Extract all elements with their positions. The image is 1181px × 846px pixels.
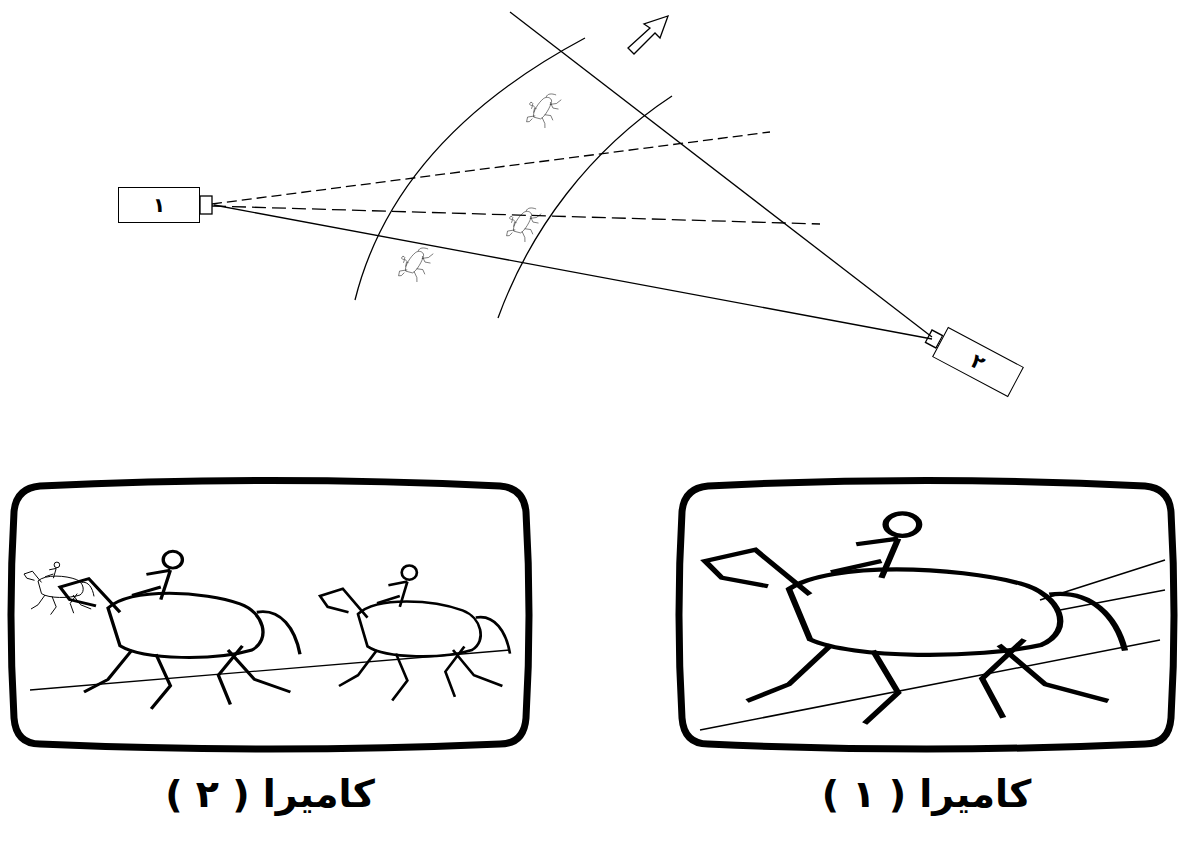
tv-screen: كاميرا ( ١ ) <box>678 478 1175 832</box>
screen-frame <box>11 481 529 750</box>
screen-left-horses <box>24 551 510 709</box>
rail-line <box>700 640 1160 730</box>
camera-box: ٢ <box>932 327 1024 397</box>
screen-outline <box>678 478 1175 752</box>
horse <box>501 200 545 247</box>
tv-screen: كاميرا ( ٢ ) <box>10 478 530 832</box>
horse <box>24 562 94 615</box>
sight-line <box>212 132 770 204</box>
screen-caption: كاميرا ( ١ ) <box>678 772 1175 818</box>
rail-line <box>30 650 510 690</box>
track-scene <box>24 12 1165 730</box>
screen-frame <box>679 481 1174 750</box>
horse <box>393 240 437 287</box>
sight-line <box>510 12 932 337</box>
small-horses <box>393 86 565 287</box>
horse <box>320 565 510 700</box>
screen-caption: كاميرا ( ٢ ) <box>10 772 530 818</box>
track-edge <box>498 96 672 318</box>
camera-box: ١ <box>118 187 200 223</box>
direction-arrow <box>628 16 668 54</box>
horse-partial <box>1040 560 1165 610</box>
camera-number: ٢ <box>968 350 988 373</box>
track-edge <box>355 38 585 300</box>
horse <box>705 513 1125 723</box>
screen-outline <box>10 478 530 752</box>
screen-right-horses <box>700 513 1165 730</box>
sight-line <box>214 205 932 339</box>
camera-lens <box>200 196 212 214</box>
camera-number: ١ <box>153 195 165 215</box>
horse <box>521 86 565 133</box>
